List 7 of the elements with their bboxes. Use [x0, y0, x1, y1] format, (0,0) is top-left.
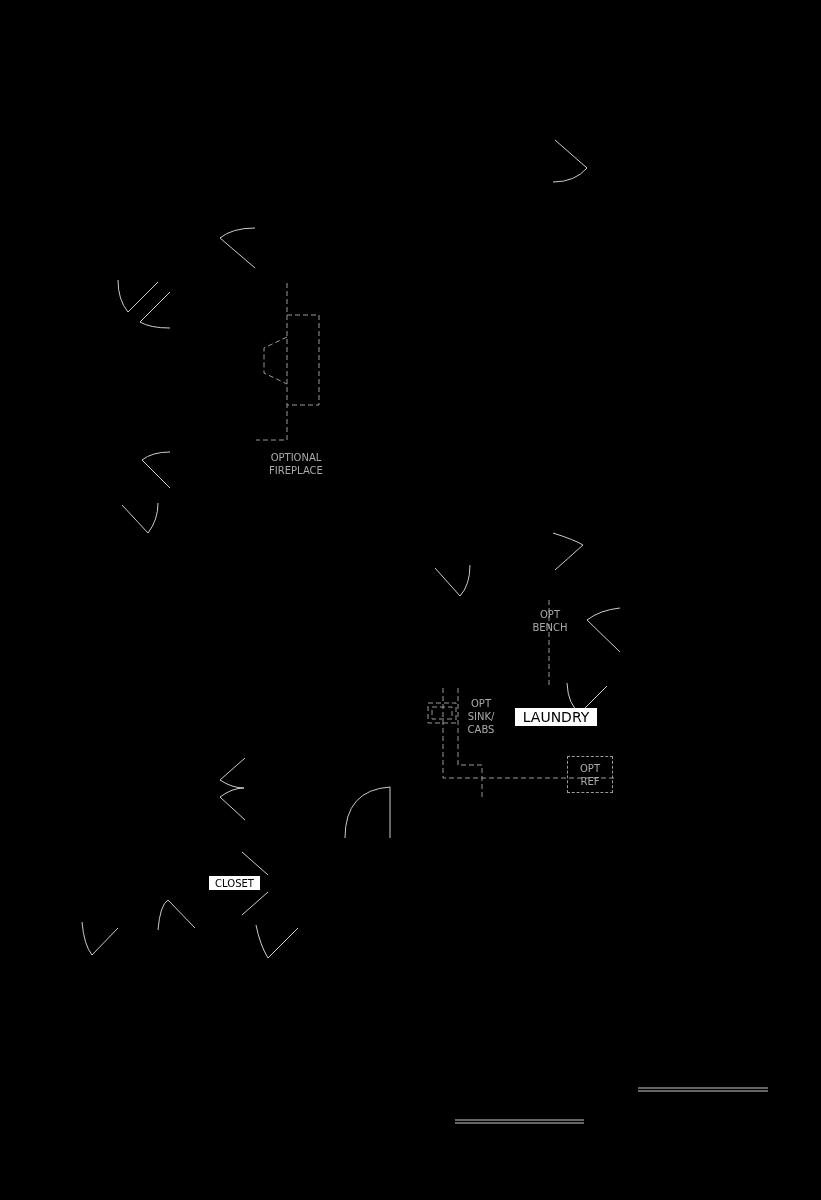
optional-refrigerator-box — [567, 756, 613, 793]
room-label: LAUNDRY — [515, 708, 597, 726]
fixture-label: OPT SINK/ CABS — [466, 697, 496, 736]
room-label: CLOSET — [209, 876, 260, 890]
fixture-label: OPT BENCH — [531, 608, 569, 634]
appliance-label: OPT REF — [579, 761, 601, 788]
fixture-label: OPTIONAL FIREPLACE — [268, 451, 324, 477]
